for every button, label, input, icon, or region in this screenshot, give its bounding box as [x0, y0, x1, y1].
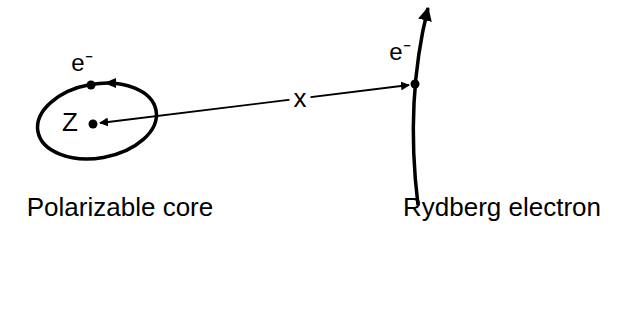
part-name: Polarizable core: [27, 193, 213, 222]
rydberg-orbit: [413, 8, 428, 205]
distance-arrow: [100, 85, 409, 123]
part-name: Rydberg electron: [403, 193, 601, 222]
orbit-arrow: [104, 78, 116, 88]
nucleus: [89, 120, 98, 129]
core-electron: [87, 81, 96, 90]
core-orbit: [31, 74, 162, 168]
electron-label: e⁻: [389, 39, 410, 65]
distance-label: x: [290, 84, 311, 113]
rydberg-electron-dot: [411, 80, 420, 89]
nucleus-charge: Z: [62, 108, 78, 137]
electron-label: e⁻: [71, 50, 92, 76]
